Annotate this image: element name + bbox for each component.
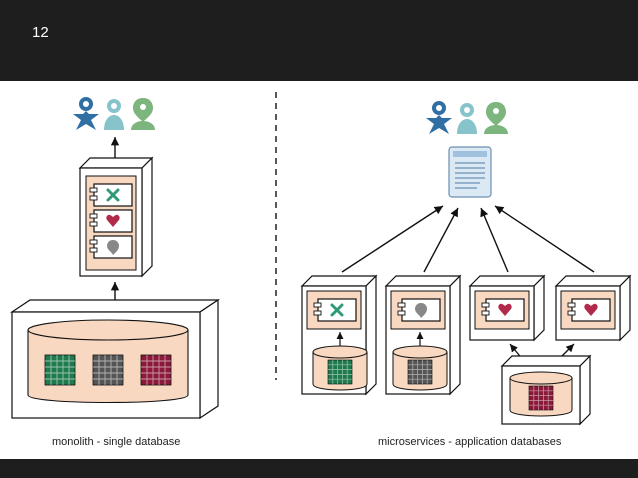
db-table-green bbox=[44, 354, 76, 386]
db-table-gray bbox=[92, 354, 124, 386]
user-green-icon bbox=[131, 98, 155, 130]
heart-icon bbox=[584, 303, 598, 316]
document-icon bbox=[448, 146, 492, 198]
service-arrows bbox=[341, 205, 595, 273]
user-green-icon bbox=[484, 102, 508, 134]
slide-number: 12 bbox=[32, 24, 49, 41]
microservice-pin-box bbox=[384, 274, 462, 396]
caption-microservices: microservices - application databases bbox=[378, 436, 562, 448]
heart-icon bbox=[498, 303, 512, 316]
db-table-gray bbox=[407, 359, 433, 385]
pin-icon bbox=[415, 303, 427, 318]
user-teal-icon bbox=[104, 99, 124, 130]
users-group-right bbox=[426, 101, 508, 134]
service-card-heart bbox=[89, 209, 133, 233]
db-table-green bbox=[327, 359, 353, 385]
db-table-red bbox=[140, 354, 172, 386]
top-bar: 12 bbox=[0, 0, 638, 81]
user-blue-icon bbox=[426, 101, 452, 134]
bottom-bar bbox=[0, 459, 638, 478]
microservice-cross-box bbox=[300, 274, 378, 396]
heart-icon bbox=[106, 214, 120, 227]
single-database-box bbox=[10, 298, 220, 420]
users-group-left bbox=[73, 97, 155, 130]
user-blue-icon bbox=[73, 97, 99, 130]
microservice-heart-box-2 bbox=[554, 274, 632, 342]
service-card-cross bbox=[89, 183, 133, 207]
microservice-heart-box-1 bbox=[468, 274, 546, 342]
service-card-pin bbox=[89, 235, 133, 259]
architecture-diagram bbox=[10, 92, 632, 426]
caption-monolith: monolith - single database bbox=[52, 436, 181, 448]
shared-database-box bbox=[500, 354, 592, 426]
cross-icon bbox=[330, 303, 344, 317]
pin-icon bbox=[107, 240, 119, 255]
db-table-red bbox=[528, 385, 554, 411]
cross-icon bbox=[106, 188, 120, 202]
monolith-app-box bbox=[78, 156, 154, 278]
user-teal-icon bbox=[457, 103, 477, 134]
